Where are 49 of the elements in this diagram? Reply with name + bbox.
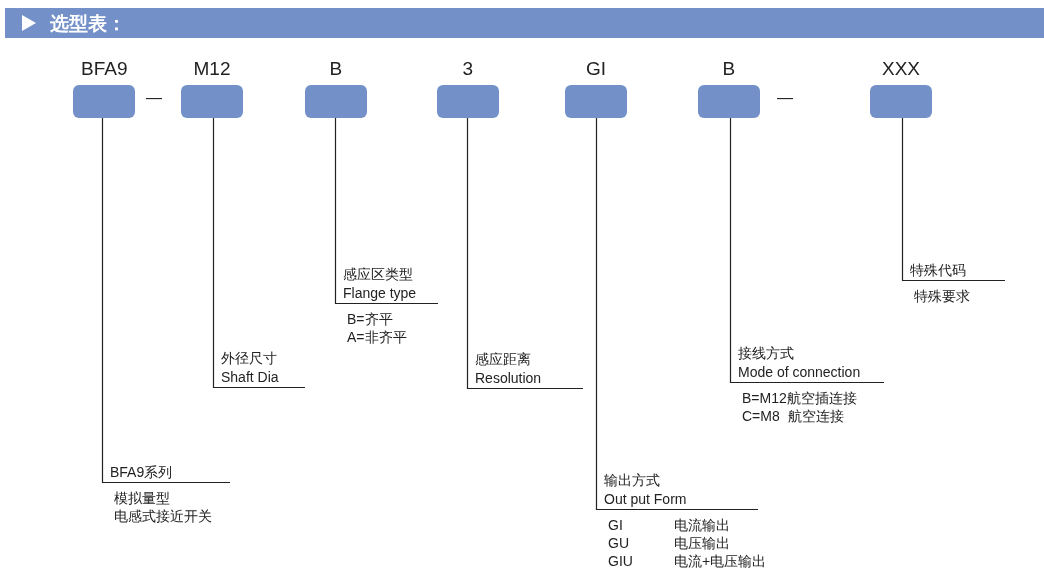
option-text: 电流输出 [674,516,730,534]
separator-dash: — [777,89,793,107]
leader-line [466,117,469,390]
option-text: GU [608,534,629,552]
leader-line [334,117,337,305]
option-text: C=M8 航空连接 [742,407,844,425]
code-box [305,85,367,118]
option-text: GI [608,516,623,534]
code-text: 3 [462,58,474,80]
code-box [870,85,932,118]
code-box [73,85,135,118]
code-text: XXX [882,58,921,80]
description-text: 特殊代码 [910,261,966,280]
code-text: M12 [193,58,231,80]
code-text: BFA9 [81,58,128,80]
code-text: B [722,58,736,80]
option-text: A=非齐平 [347,328,407,346]
option-text: B=M12航空插连接 [742,389,857,407]
code-box [698,85,760,118]
description-text: 输出方式 [604,471,660,490]
leader-line [212,117,215,389]
description-text: 感应距离 [475,350,531,369]
description-text: Shaft Dia [221,368,279,387]
description-text: 感应区类型 [343,265,413,284]
option-text: 特殊要求 [914,287,970,305]
code-box [565,85,627,118]
code-text: B [329,58,343,80]
description-text: Resolution [475,369,542,388]
leader-line [901,117,904,282]
description-text: Flange type [343,284,417,303]
description-text: BFA9系列 [110,463,173,482]
leader-line [101,117,104,484]
title: 选型表： [50,11,126,36]
code-text: GI [586,58,607,80]
code-box [181,85,243,118]
description-text: 接线方式 [738,344,794,363]
description-text: Out put Form [604,490,687,509]
description-text: 外径尺寸 [221,349,277,368]
option-text: 模拟量型 [114,489,170,507]
leader-line [595,117,598,511]
code-box [437,85,499,118]
leader-line [729,117,732,384]
option-text: GIU [608,552,633,570]
separator-dash: — [146,89,162,107]
description-text: Mode of connection [738,363,861,382]
option-text: 电流+电压输出 [674,552,767,570]
option-text: B=齐平 [347,310,393,328]
option-text: 电压输出 [674,534,730,552]
option-text: 电感式接近开关 [114,507,212,525]
